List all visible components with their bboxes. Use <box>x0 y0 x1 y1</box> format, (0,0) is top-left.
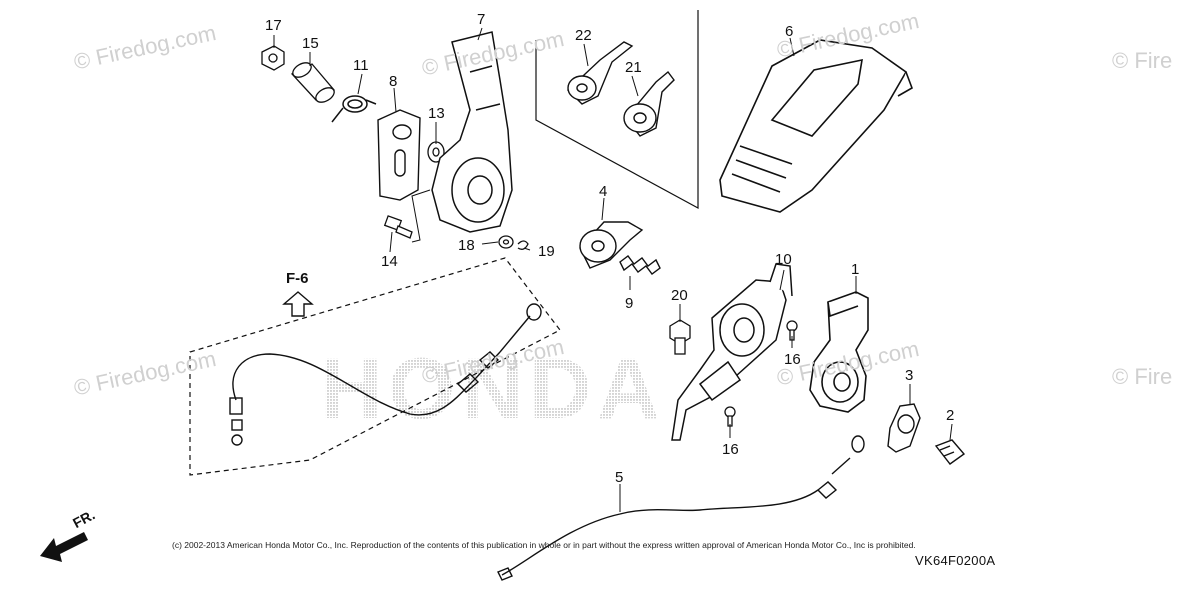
part-label-10: 10 <box>775 251 792 268</box>
part-label-3: 3 <box>905 367 914 384</box>
part-4-plate <box>579 221 644 269</box>
part-21-plate <box>623 70 675 137</box>
part-1-lever <box>809 291 869 413</box>
part-16-bolt-upper <box>786 320 798 341</box>
part-6-cover <box>719 39 913 213</box>
subassembly-box-outline <box>535 10 699 210</box>
part-label-18: 18 <box>458 237 475 254</box>
part-label-5: 5 <box>615 469 624 486</box>
part-label-19: 19 <box>538 243 555 260</box>
part-label-20: 20 <box>671 287 688 304</box>
part-16-bolt-lower <box>724 406 736 427</box>
part-19-clip <box>517 240 529 250</box>
part-3-plate <box>887 403 921 453</box>
part-9-spring <box>619 255 661 275</box>
part-label-13: 13 <box>428 105 445 122</box>
f6-up-arrow <box>282 291 314 317</box>
part-14-bolt <box>383 215 413 239</box>
part-22-plate <box>566 41 634 105</box>
diagram-code: VK64F0200A <box>915 553 996 568</box>
inset-cable <box>229 303 542 446</box>
part-8-bracket <box>377 109 421 201</box>
part-label-16-upper: 16 <box>784 351 801 368</box>
part-label-4: 4 <box>599 183 608 200</box>
part-label-15: 15 <box>302 35 319 52</box>
part-label-9: 9 <box>625 295 634 312</box>
part-label-22: 22 <box>575 27 592 44</box>
part-label-6: 6 <box>785 23 794 40</box>
part-5-cable <box>497 435 865 581</box>
cable-inset-dashed-box <box>189 257 561 476</box>
part-18-washer <box>498 235 514 249</box>
copyright-notice: (c) 2002-2013 American Honda Motor Co., … <box>172 540 916 550</box>
watermark-text: © Fire <box>1112 364 1173 389</box>
part-label-8: 8 <box>389 73 398 90</box>
part-2-spring <box>934 439 966 465</box>
brand-halftone-text: HONDA <box>320 341 665 437</box>
part-label-2: 2 <box>946 407 955 424</box>
part-10-bracket <box>671 263 793 441</box>
part-label-21: 21 <box>625 59 642 76</box>
part-11-spring <box>331 95 377 123</box>
part-7-lever <box>431 31 513 233</box>
watermark-text: © Fire <box>1112 48 1173 73</box>
part-label-7: 7 <box>477 11 486 28</box>
part-label-17: 17 <box>265 17 282 34</box>
part-label-1: 1 <box>851 261 860 278</box>
part-label-11: 11 <box>353 57 369 74</box>
fr-direction-arrow <box>40 532 88 562</box>
part-20-bolt <box>669 319 691 355</box>
part-label-14: 14 <box>381 253 398 270</box>
part-15-collar <box>290 62 336 103</box>
part-17-nut <box>261 45 285 71</box>
part-label-16-lower: 16 <box>722 441 739 458</box>
leader-lines <box>273 27 953 512</box>
section-reference: F-6 <box>286 270 309 287</box>
